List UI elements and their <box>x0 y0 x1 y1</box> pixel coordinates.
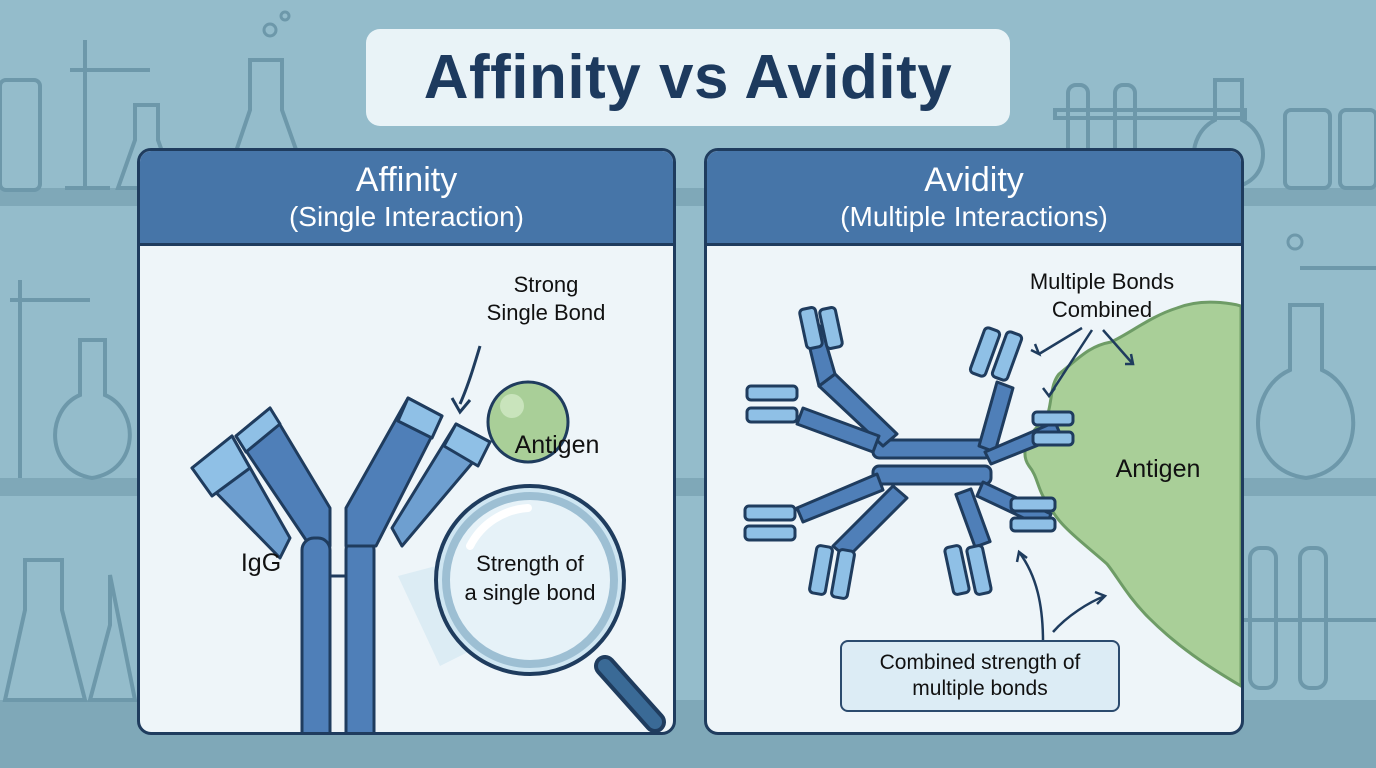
combined-line1: Combined strength of <box>879 651 1081 674</box>
magnifier-label-line2: a single bond <box>464 580 596 605</box>
avidity-heading: Avidity <box>924 161 1024 199</box>
affinity-heading: Affinity <box>355 161 458 199</box>
avidity-illustration <box>743 300 1241 688</box>
avidity-subheading: (Multiple Interactions) <box>840 201 1108 232</box>
avidity-header: Avidity (Multiple Interactions) <box>707 151 1241 246</box>
page-title: Affinity vs Avidity <box>423 43 953 112</box>
magnifier-label: Strength of a single bond <box>433 549 627 607</box>
pentamer-core-top <box>871 438 993 460</box>
pentamer-core-bottom <box>871 464 993 486</box>
title-banner: Affinity vs Avidity <box>366 29 1010 126</box>
bonds-label-line1: Multiple Bonds <box>1029 269 1175 294</box>
combined-line2: multiple bonds <box>912 677 1048 700</box>
bond-label-line2: Single Bond <box>486 300 606 325</box>
affinity-antigen-label: Antigen <box>514 431 600 459</box>
bond-label: Strong Single Bond <box>458 271 634 327</box>
bond-arrows <box>1015 326 1135 643</box>
affinity-illustration <box>190 345 666 732</box>
bubbles <box>262 10 1304 251</box>
magnifier-icon <box>398 484 666 732</box>
pentamer-antibody <box>743 306 1075 600</box>
bonds-label-line2: Combined <box>1051 297 1153 322</box>
affinity-header: Affinity (Single Interaction) <box>140 151 673 246</box>
bond-label-line1: Strong <box>513 272 579 297</box>
affinity-antigen <box>486 380 570 464</box>
igg-label: IgG <box>240 549 282 577</box>
bond-arrow <box>458 345 482 405</box>
igg-stem-right <box>344 536 376 732</box>
affinity-panel: Affinity (Single Interaction) <box>137 148 676 735</box>
combined-strength-box: Combined strength of multiple bonds <box>840 640 1120 712</box>
magnifier-label-line1: Strength of <box>476 551 584 576</box>
avidity-panel: Avidity (Multiple Interactions) <box>704 148 1244 735</box>
igg-antibody <box>190 396 492 732</box>
bonds-label: Multiple Bonds Combined <box>997 268 1207 324</box>
igg-stem-left <box>300 536 332 732</box>
avidity-antigen-label: Antigen <box>1115 455 1201 483</box>
affinity-subheading: (Single Interaction) <box>288 201 524 232</box>
